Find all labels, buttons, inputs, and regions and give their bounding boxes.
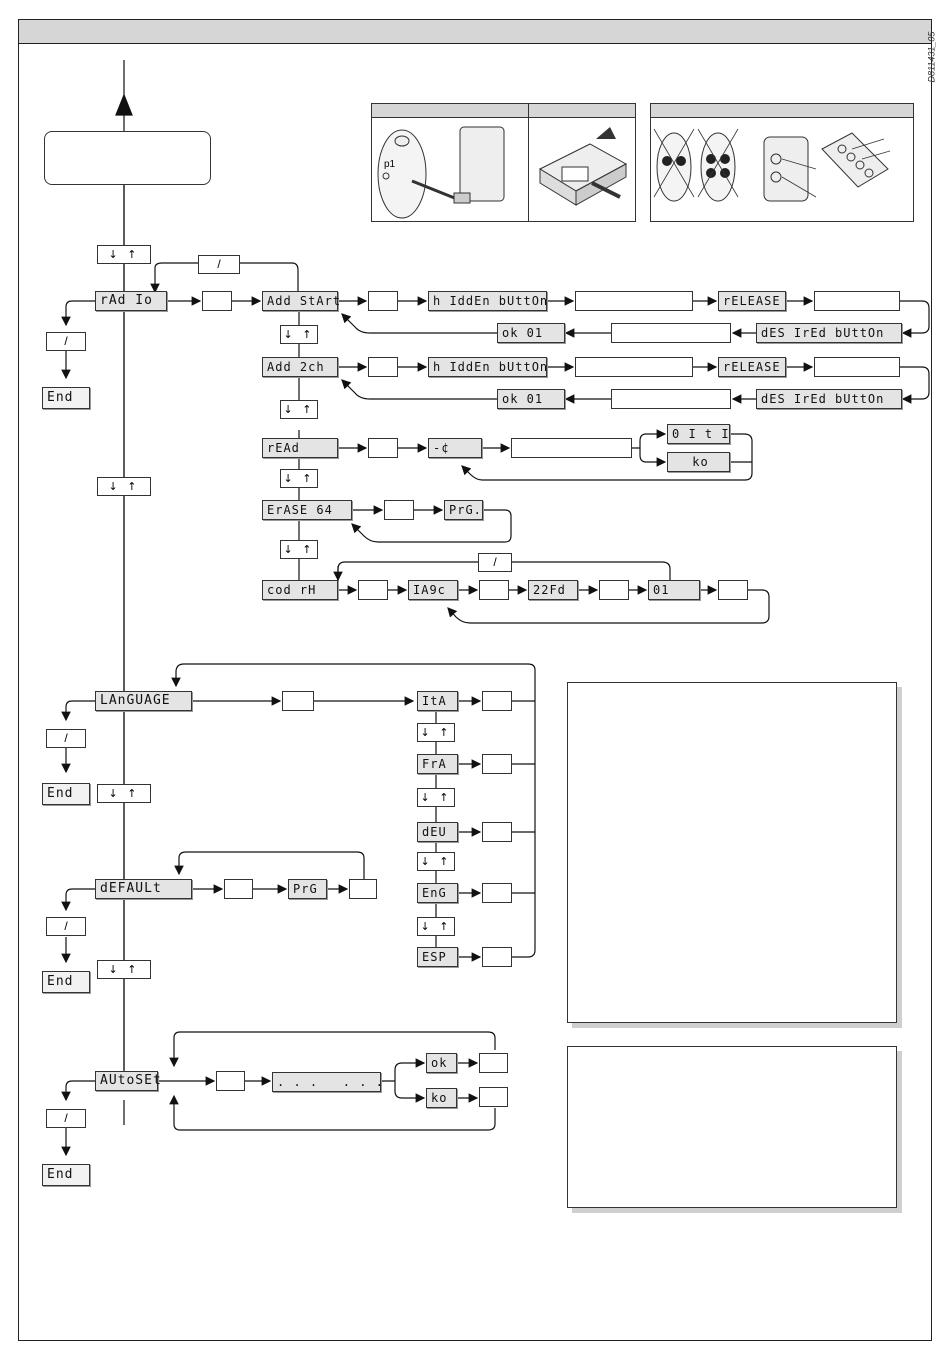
header-bar [18,19,932,44]
autoset-ko-result-box [479,1087,508,1107]
receiver-module-icon [538,127,628,206]
info-panel-autoset [567,1046,897,1208]
add-2ch-release: rELEASE [718,357,786,377]
language-nav-4[interactable]: ↓ ↑ [417,917,455,936]
radio-sub-nav-2[interactable]: ↓ ↑ [280,400,318,419]
add-start-release: rELEASE [718,291,786,311]
image-panel-right-header [650,103,914,118]
status-box [44,131,211,185]
cod-rx-ok-box-1 [358,580,388,600]
cod-rx-code-3: 01 [648,580,700,600]
autoset-ok: ok [426,1053,457,1073]
read-wait: -¢ [428,438,482,458]
add-2ch-item[interactable]: Add 2ch [262,357,338,377]
default-exit-slash: / [46,917,86,936]
radio-end[interactable]: End [42,387,90,409]
image-panel-left-header [371,103,529,118]
add-start-ok-box [368,291,398,311]
language-nav-1[interactable]: ↓ ↑ [417,723,455,742]
menu-language[interactable]: LAnGUAGE [95,691,192,711]
language-ok-1 [482,691,512,711]
nav-updown-3[interactable]: ↓ ↑ [97,784,151,803]
default-ok-box [224,879,253,899]
cod-rx-code-2: 22Fd [528,580,578,600]
image-divider [528,103,529,222]
radio-sub-nav-4[interactable]: ↓ ↑ [280,540,318,559]
language-exit-slash: / [46,729,86,748]
radio-exit-slash: / [46,332,86,351]
language-ok-5 [482,947,512,967]
language-option-4[interactable]: EnG [417,883,458,903]
erase-ok-box [384,500,414,520]
info-panel-language [567,682,897,1023]
autoset-progress: . . . . . . [272,1072,383,1092]
read-press-box [511,438,632,458]
language-option-3[interactable]: dEU [417,822,458,842]
read-result-ok: 0 I t I [667,424,730,444]
menu-radio[interactable]: rAd Io [95,291,167,311]
language-option-1[interactable]: ItA [417,691,458,711]
autoset-end[interactable]: End [42,1164,90,1186]
add-2ch-ok-box [368,357,398,377]
default-confirm-box [349,879,377,899]
autoset-ok-result-box [479,1053,508,1073]
language-option-5[interactable]: ESP [417,947,458,967]
add-start-release-box [814,291,900,311]
svg-text:p1: p1 [384,159,396,170]
radio-sub-nav-1[interactable]: ↓ ↑ [280,325,318,344]
image-panel-mid-header [528,103,636,118]
default-prg: PrG [288,879,327,899]
add-2ch-hidden-button: h IddEn bUttOn [428,357,547,377]
nav-updown-4[interactable]: ↓ ↑ [97,960,151,979]
add-start-ok01: ok 01 [497,323,565,343]
autoset-exit-slash: / [46,1109,86,1128]
radio-sub-nav-3[interactable]: ↓ ↑ [280,469,318,488]
autoset-ok-box [216,1071,245,1091]
radio-ok-box [202,291,232,311]
cod-rx-slash: / [478,553,512,572]
cod-rx-item[interactable]: cod rH [262,580,338,600]
cod-rx-ok-box-2 [479,580,509,600]
remote-p1-icon: p1 [377,126,505,219]
language-nav-3[interactable]: ↓ ↑ [417,852,455,871]
default-end[interactable]: End [42,971,90,993]
add-start-item[interactable]: Add StArt [262,291,340,311]
language-end[interactable]: End [42,783,90,805]
menu-autoset[interactable]: AUtoSEt [95,1071,161,1091]
read-result-ko: ko [667,452,730,472]
language-nav-2[interactable]: ↓ ↑ [417,788,455,807]
add-2ch-wait-box [575,357,693,377]
remote-buttons-icon [653,128,891,202]
nav-updown[interactable]: ↓ ↑ [97,245,151,264]
nav-updown-2[interactable]: ↓ ↑ [97,477,151,496]
add-start-hidden-button: h IddEn bUttOn [428,291,547,311]
language-ok-4 [482,883,512,903]
cod-rx-ok-box-4 [718,580,748,600]
read-item[interactable]: rEAd [262,438,338,458]
language-ok-2 [482,754,512,774]
erase-item[interactable]: ErASE 64 [262,500,352,520]
add-2ch-ok01: ok 01 [497,389,565,409]
add-start-wait-box [575,291,693,311]
add-start-desired-button: dES IrEd bUttOn [756,323,902,343]
cod-rx-code-1: IA9c [408,580,458,600]
add-2ch-release-box [814,357,900,377]
language-ok-box [282,691,314,711]
cod-rx-ok-box-3 [599,580,629,600]
add-2ch-desired-button: dES IrEd bUttOn [756,389,902,409]
language-ok-3 [482,822,512,842]
erase-prg: PrG. [444,500,483,520]
language-option-2[interactable]: FrA [417,754,458,774]
radio-loop-slash: / [198,255,240,274]
add-start-confirm-box [611,323,731,343]
add-2ch-confirm-box [611,389,731,409]
autoset-ko: ko [426,1088,457,1108]
read-ok-box [368,438,398,458]
menu-default[interactable]: dEFAULt [95,879,192,899]
